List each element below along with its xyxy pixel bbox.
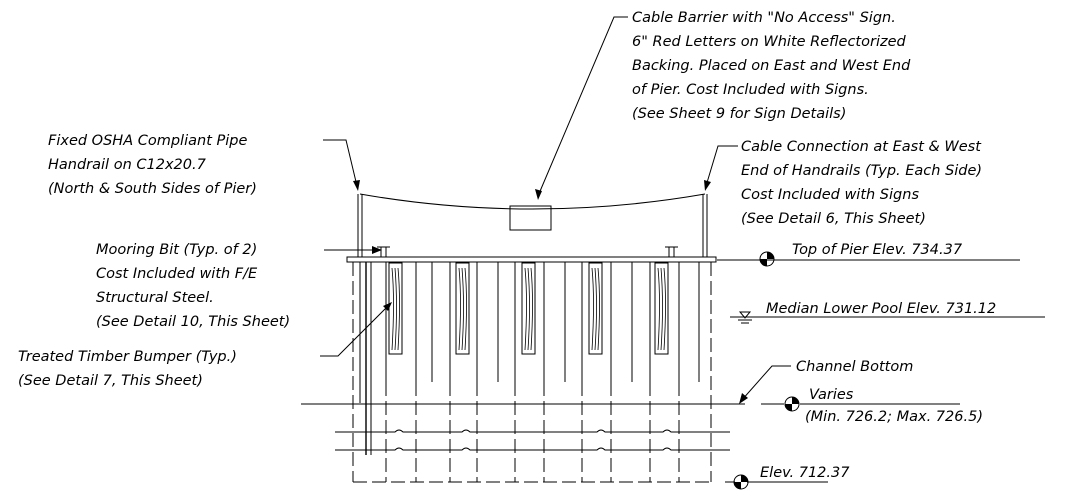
callout-line: Mooring Bit (Typ. of 2) <box>96 242 257 258</box>
median-pool-label: Median Lower Pool Elev. 731.12 <box>766 301 996 317</box>
callout-cable-barrier: Cable Barrier with "No Access" Sign. 6" … <box>632 10 911 122</box>
pile-tip-label: Elev. 712.37 <box>760 465 850 481</box>
callout-line: Cable Barrier with "No Access" Sign. <box>632 10 896 26</box>
handrail <box>357 193 708 257</box>
callout-line: (See Detail 10, This Sheet) <box>96 314 290 330</box>
top-of-pier-label: Top of Pier Elev. 734.37 <box>792 242 963 258</box>
leader-lines <box>320 16 791 404</box>
callout-cable-connection: Cable Connection at East & West End of H… <box>741 139 982 227</box>
pile-tip-marker <box>725 474 828 490</box>
timber-bumper <box>654 262 669 355</box>
timber-bumper <box>588 262 603 355</box>
callout-line: (See Sheet 9 for Sign Details) <box>632 106 846 122</box>
channel-bottom-lines <box>301 403 745 451</box>
callout-line: Cost Included with Signs <box>741 187 919 203</box>
varies-marker <box>761 396 960 412</box>
callout-line: (See Detail 7, This Sheet) <box>18 373 203 389</box>
median-pool-marker <box>730 311 1045 324</box>
callout-timber-bumper: Treated Timber Bumper (Typ.) (See Detail… <box>18 349 237 389</box>
timber-bumper <box>388 262 403 355</box>
no-access-sign <box>509 205 552 231</box>
callout-line: of Pier. Cost Included with Signs. <box>632 82 869 98</box>
elevation-labels: Top of Pier Elev. 734.37 Median Lower Po… <box>760 242 996 481</box>
callout-line: Backing. Placed on East and West End <box>632 58 911 74</box>
callout-line: (See Detail 6, This Sheet) <box>741 211 926 227</box>
callout-line: (North & South Sides of Pier) <box>48 181 257 197</box>
pile-group <box>352 262 712 483</box>
sheet-piling <box>359 262 700 455</box>
varies-range-label: (Min. 726.2; Max. 726.5) <box>805 409 983 425</box>
varies-label: Varies <box>809 387 854 403</box>
callout-line: End of Handrails (Typ. Each Side) <box>741 163 982 179</box>
callout-line: Treated Timber Bumper (Typ.) <box>18 349 237 365</box>
timber-bumper <box>521 262 536 355</box>
callout-handrail: Fixed OSHA Compliant Pipe Handrail on C1… <box>48 133 257 197</box>
timber-bumpers <box>388 262 669 355</box>
cable-barrier-line <box>359 193 706 210</box>
callout-line: 6" Red Letters on White Reflectorized <box>632 34 907 50</box>
timber-bumper <box>455 262 470 355</box>
pier-deck <box>346 256 717 263</box>
mooring-bit-right <box>665 246 678 257</box>
callout-line: Fixed OSHA Compliant Pipe <box>48 133 247 149</box>
channel-bottom-label: Channel Bottom <box>796 359 913 375</box>
callout-mooring-bit: Mooring Bit (Typ. of 2) Cost Included wi… <box>96 242 290 330</box>
callout-line: Handrail on C12x20.7 <box>48 157 207 173</box>
callout-line: Cable Connection at East & West <box>741 139 982 155</box>
mooring-bit-left <box>377 246 390 257</box>
top-of-pier-marker <box>717 251 1020 267</box>
callout-line: Cost Included with F/E <box>96 266 258 282</box>
callout-line: Structural Steel. <box>96 290 214 306</box>
